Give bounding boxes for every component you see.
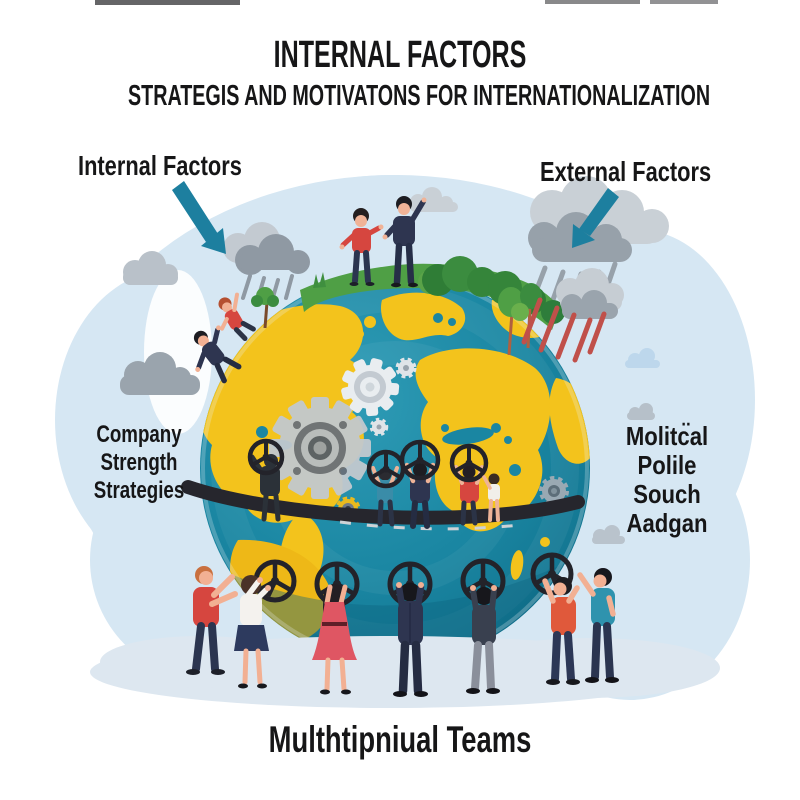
person-top-woman (339, 208, 384, 286)
right-text-line: Souch (633, 479, 701, 509)
person-red-dress-woman (312, 584, 357, 695)
band-person-silhouette (249, 454, 281, 522)
climber-red (218, 292, 256, 342)
right-text-line: Aadgan (626, 508, 708, 538)
internal-arrow-icon (172, 181, 226, 254)
right-text-line: Molitc̈al (625, 421, 709, 451)
rain-lines-red (521, 297, 607, 363)
sky-gap (144, 270, 212, 434)
inland-seas (256, 313, 521, 476)
page-subtitle: STRATEGIS AND MOTIVATONS FOR INTERNATION… (128, 80, 711, 112)
person-red-vest-man (186, 566, 238, 675)
person-navy-suit-man (393, 582, 428, 697)
equator-band (181, 480, 585, 531)
rain-cloud-right (528, 176, 669, 315)
gear-small-1 (395, 357, 417, 379)
right-text-block: Molitc̈al Polile Souch Aadgan (603, 422, 731, 538)
person-orange-shirt-man (542, 577, 580, 685)
left-text-block: Company Strength Strategies (76, 421, 202, 505)
band-person-child (482, 473, 500, 522)
gear-white (341, 358, 400, 417)
cloud-tiny-right-upper (627, 403, 655, 420)
rain-cloud-upper-left (223, 222, 310, 306)
left-text-line: Strategies (93, 477, 185, 504)
external-arrow-icon (572, 188, 619, 248)
handwheel-band-3 (399, 439, 441, 481)
bottom-caption: Multhtipniual Teams (268, 719, 532, 760)
left-text-line: Strength (100, 449, 178, 476)
person-top-man (382, 196, 427, 288)
climber-navy (193, 325, 242, 384)
tree-small-left (251, 287, 279, 329)
person-white-blouse-woman (234, 575, 271, 689)
page-title: INTERNAL FACTORS (273, 34, 527, 76)
handwheel-band-4 (449, 443, 489, 483)
top-edge-smudges (95, 0, 718, 5)
gear-right (539, 476, 569, 506)
internal-factors-label: Internal Factors (78, 150, 242, 181)
grass-tuft (313, 272, 326, 288)
external-factors-label: External Factors (540, 156, 712, 187)
person-teal-shirt-man (577, 568, 619, 683)
gear-small-2 (369, 417, 389, 437)
cloud-tiny-right-lower (592, 525, 625, 544)
left-text-line: Company (96, 421, 182, 448)
handwheel-band-1 (247, 438, 285, 476)
cloud-gray-mid-left (120, 352, 200, 395)
person-blazer-man (466, 585, 500, 694)
right-text-line: Polile (637, 450, 697, 480)
cloud-tiny-blue (625, 348, 660, 368)
cloud-small-upper-left (123, 251, 178, 285)
